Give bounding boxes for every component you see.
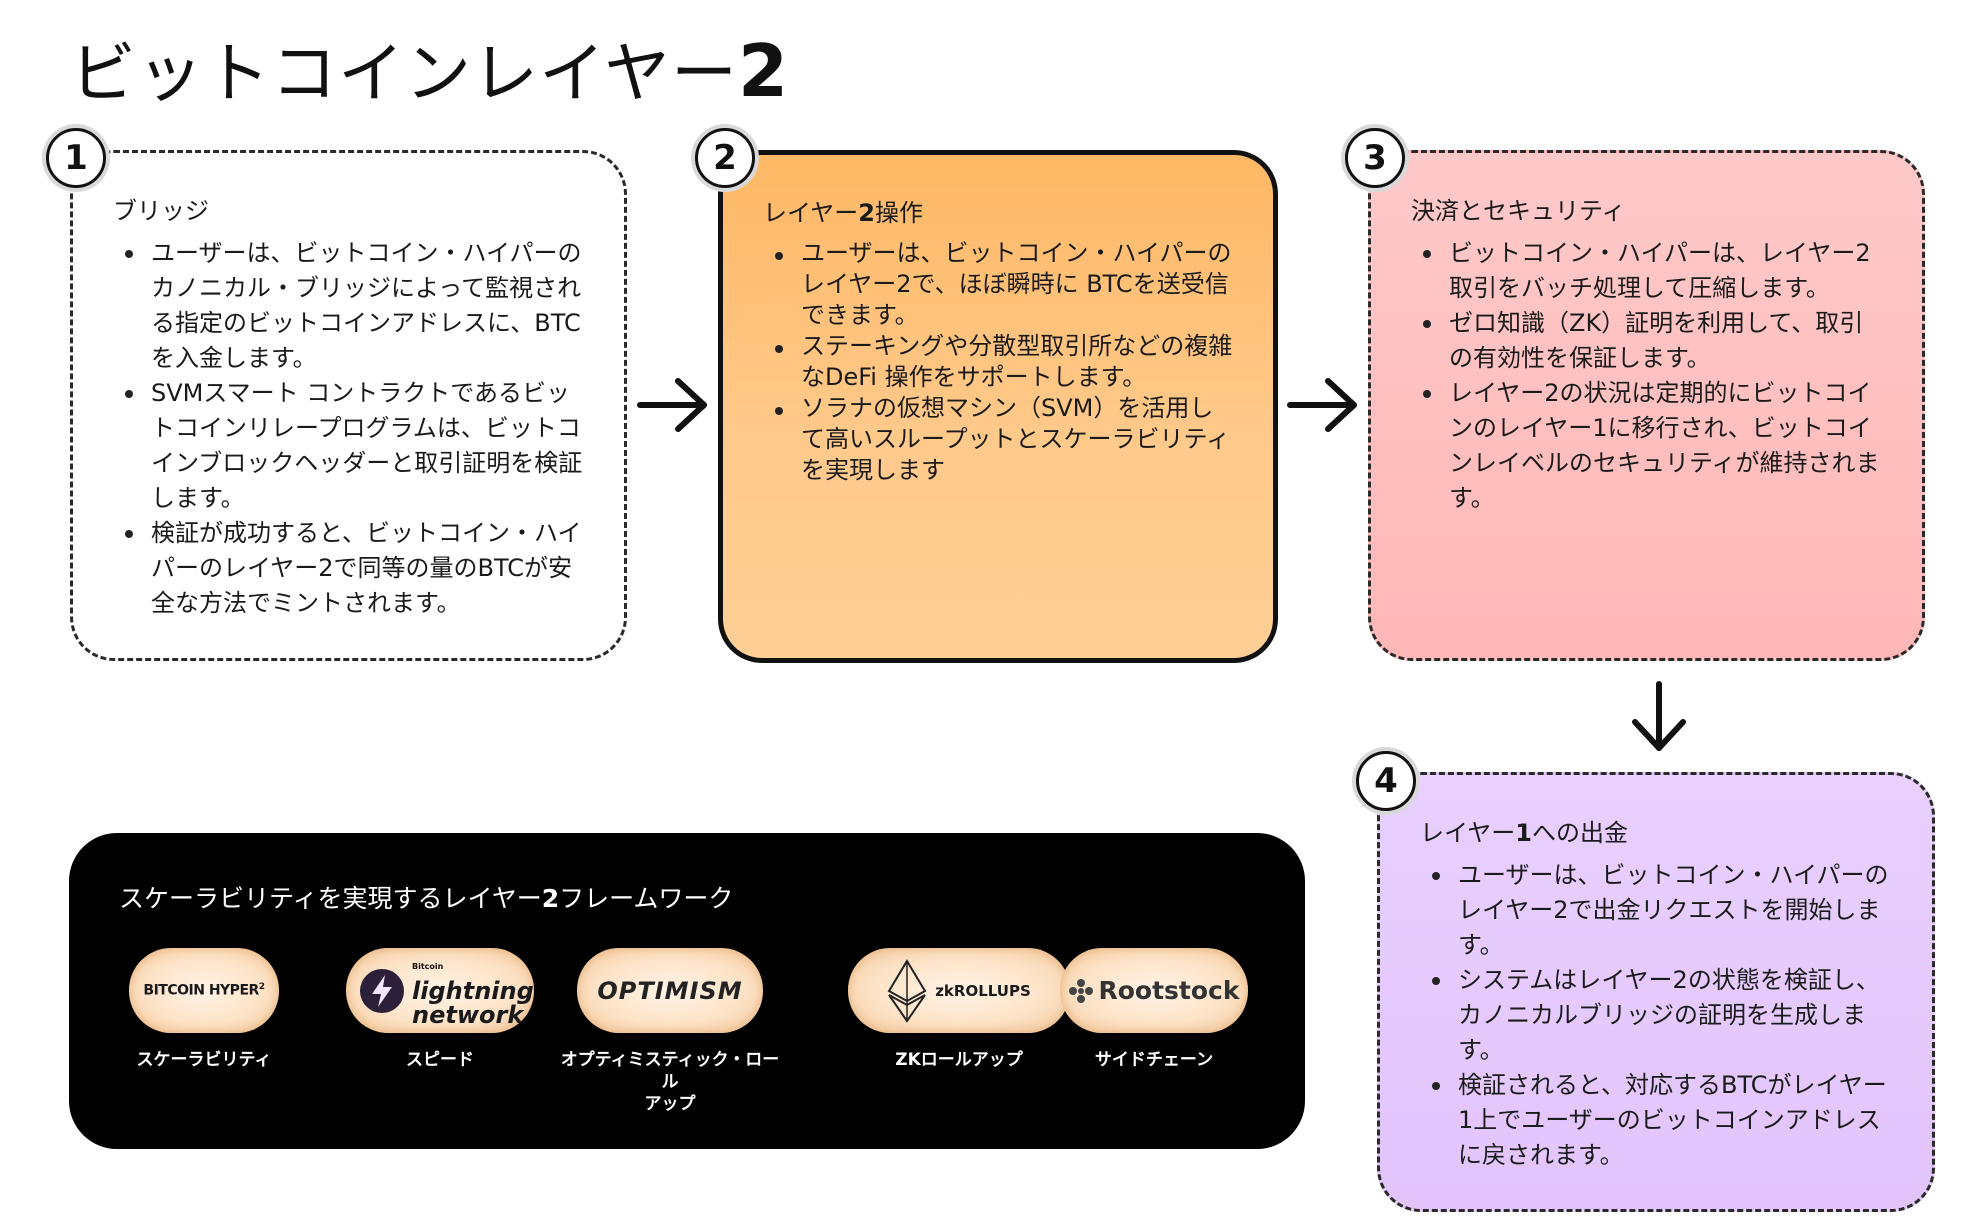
list-item: ステーキングや分散型取引所などの複雑なDeFi 操作をサポートします。 <box>763 331 1233 393</box>
framework-item-label: オプティミスティック・ロール アップ <box>560 1050 780 1114</box>
step-3-card: 決済とセキュリティ ビットコイン・ハイパーは、レイヤー2取引をバッチ処理して圧縮… <box>1368 150 1925 661</box>
framework-title: スケーラビリティを実現するレイヤー2フレームワーク <box>119 884 734 913</box>
list-item: ユーザーは、ビットコイン・ハイパーのレイヤー2で、ほぼ瞬時に BTCを送受信でき… <box>763 238 1233 331</box>
list-item: SVMスマート コントラクトであるビットコインリレープログラムは、ビットコインブ… <box>113 376 584 516</box>
step-2-heading: レイヤー2操作 <box>763 199 923 227</box>
lightning-bolt-icon <box>360 968 404 1013</box>
arrow-down-icon <box>1632 681 1686 751</box>
page-title: ビットコインレイヤー2 <box>70 29 790 113</box>
arrow-right-icon <box>637 378 707 432</box>
arrow-right-icon <box>1287 378 1357 432</box>
step-4-badge: 4 <box>1356 751 1416 811</box>
framework-item-label: ZKロールアップ <box>895 1050 1023 1070</box>
framework-item-label: サイドチェーン <box>1094 1050 1214 1070</box>
list-item: 検証が成功すると、ビットコイン・ハイパーのレイヤー2で同等の量のBTCが安全な方… <box>113 516 584 621</box>
framework-item-label: スピード <box>406 1050 474 1070</box>
list-item: ソラナの仮想マシン（SVM）を活用して高いスループットとスケーラビリティを実現し… <box>763 393 1233 486</box>
framework-item-optimism[interactable]: OPTIMISM オプティミスティック・ロール アップ <box>555 948 785 1115</box>
step-3-badge: 3 <box>1345 128 1405 188</box>
framework-item-rootstock[interactable]: Rootstock サイドチェーン <box>1054 948 1254 1071</box>
list-item: ビットコイン・ハイパーは、レイヤー2取引をバッチ処理して圧縮します。 <box>1411 236 1882 306</box>
step-2-card: レイヤー2操作 ユーザーは、ビットコイン・ハイパーのレイヤー2で、ほぼ瞬時に B… <box>718 150 1278 663</box>
step-2-badge: 2 <box>695 128 755 188</box>
list-item: ユーザーは、ビットコイン・ハイパーのカノニカル・ブリッジによって監視される指定の… <box>113 236 584 376</box>
zkrollups-logo: zkROLLUPS <box>848 948 1070 1033</box>
bitcoin-hyper-logo: BITCOIN HYPER2 <box>129 948 279 1033</box>
framework-item-lightning[interactable]: Bitcoin lightning network スピード <box>345 948 535 1071</box>
list-item: 検証されると、対応するBTCがレイヤー1上でユーザーのビットコインアドレスに戻さ… <box>1420 1068 1892 1173</box>
step-3-list: ビットコイン・ハイパーは、レイヤー2取引をバッチ処理して圧縮します。 ゼロ知識（… <box>1411 236 1882 516</box>
step-1-list: ユーザーは、ビットコイン・ハイパーのカノニカル・ブリッジによって監視される指定の… <box>113 236 584 621</box>
lightning-network-logo: Bitcoin lightning network <box>346 948 534 1033</box>
step-1-card: ブリッジ ユーザーは、ビットコイン・ハイパーのカノニカル・ブリッジによって監視さ… <box>70 150 627 661</box>
step-1-badge: 1 <box>46 128 106 188</box>
ethereum-icon <box>887 958 927 1023</box>
step-3-heading: 決済とセキュリティ <box>1411 197 1626 225</box>
list-item: レイヤー2の状況は定期的にビットコインのレイヤー1に移行され、ビットコインレイベ… <box>1411 376 1882 516</box>
framework-item-label: スケーラビリティ <box>136 1050 272 1070</box>
list-item: ユーザーは、ビットコイン・ハイパーのレイヤー2で出金リクエストを開始します。 <box>1420 858 1892 963</box>
framework-item-bitcoin-hyper[interactable]: BITCOIN HYPER2 スケーラビリティ <box>119 948 289 1071</box>
list-item: ゼロ知識（ZK）証明を利用して、取引の有効性を保証します。 <box>1411 306 1882 376</box>
step-4-list: ユーザーは、ビットコイン・ハイパーのレイヤー2で出金リクエストを開始します。 シ… <box>1420 858 1892 1173</box>
step-4-card: レイヤー1への出金 ユーザーは、ビットコイン・ハイパーのレイヤー2で出金リクエス… <box>1377 772 1935 1212</box>
framework-item-zkrollups[interactable]: zkROLLUPS ZKロールアップ <box>839 948 1079 1071</box>
framework-panel: スケーラビリティを実現するレイヤー2フレームワーク BITCOIN HYPER2… <box>69 833 1305 1149</box>
optimism-logo: OPTIMISM <box>577 948 763 1033</box>
step-4-heading: レイヤー1への出金 <box>1420 819 1628 847</box>
list-item: システムはレイヤー2の状態を検証し、カノニカルブリッジの証明を生成します。 <box>1420 963 1892 1068</box>
rootstock-logo: Rootstock <box>1060 948 1248 1033</box>
rootstock-icon <box>1069 978 1094 1003</box>
step-1-heading: ブリッジ <box>113 197 209 225</box>
step-2-list: ユーザーは、ビットコイン・ハイパーのレイヤー2で、ほぼ瞬時に BTCを送受信でき… <box>763 238 1233 486</box>
